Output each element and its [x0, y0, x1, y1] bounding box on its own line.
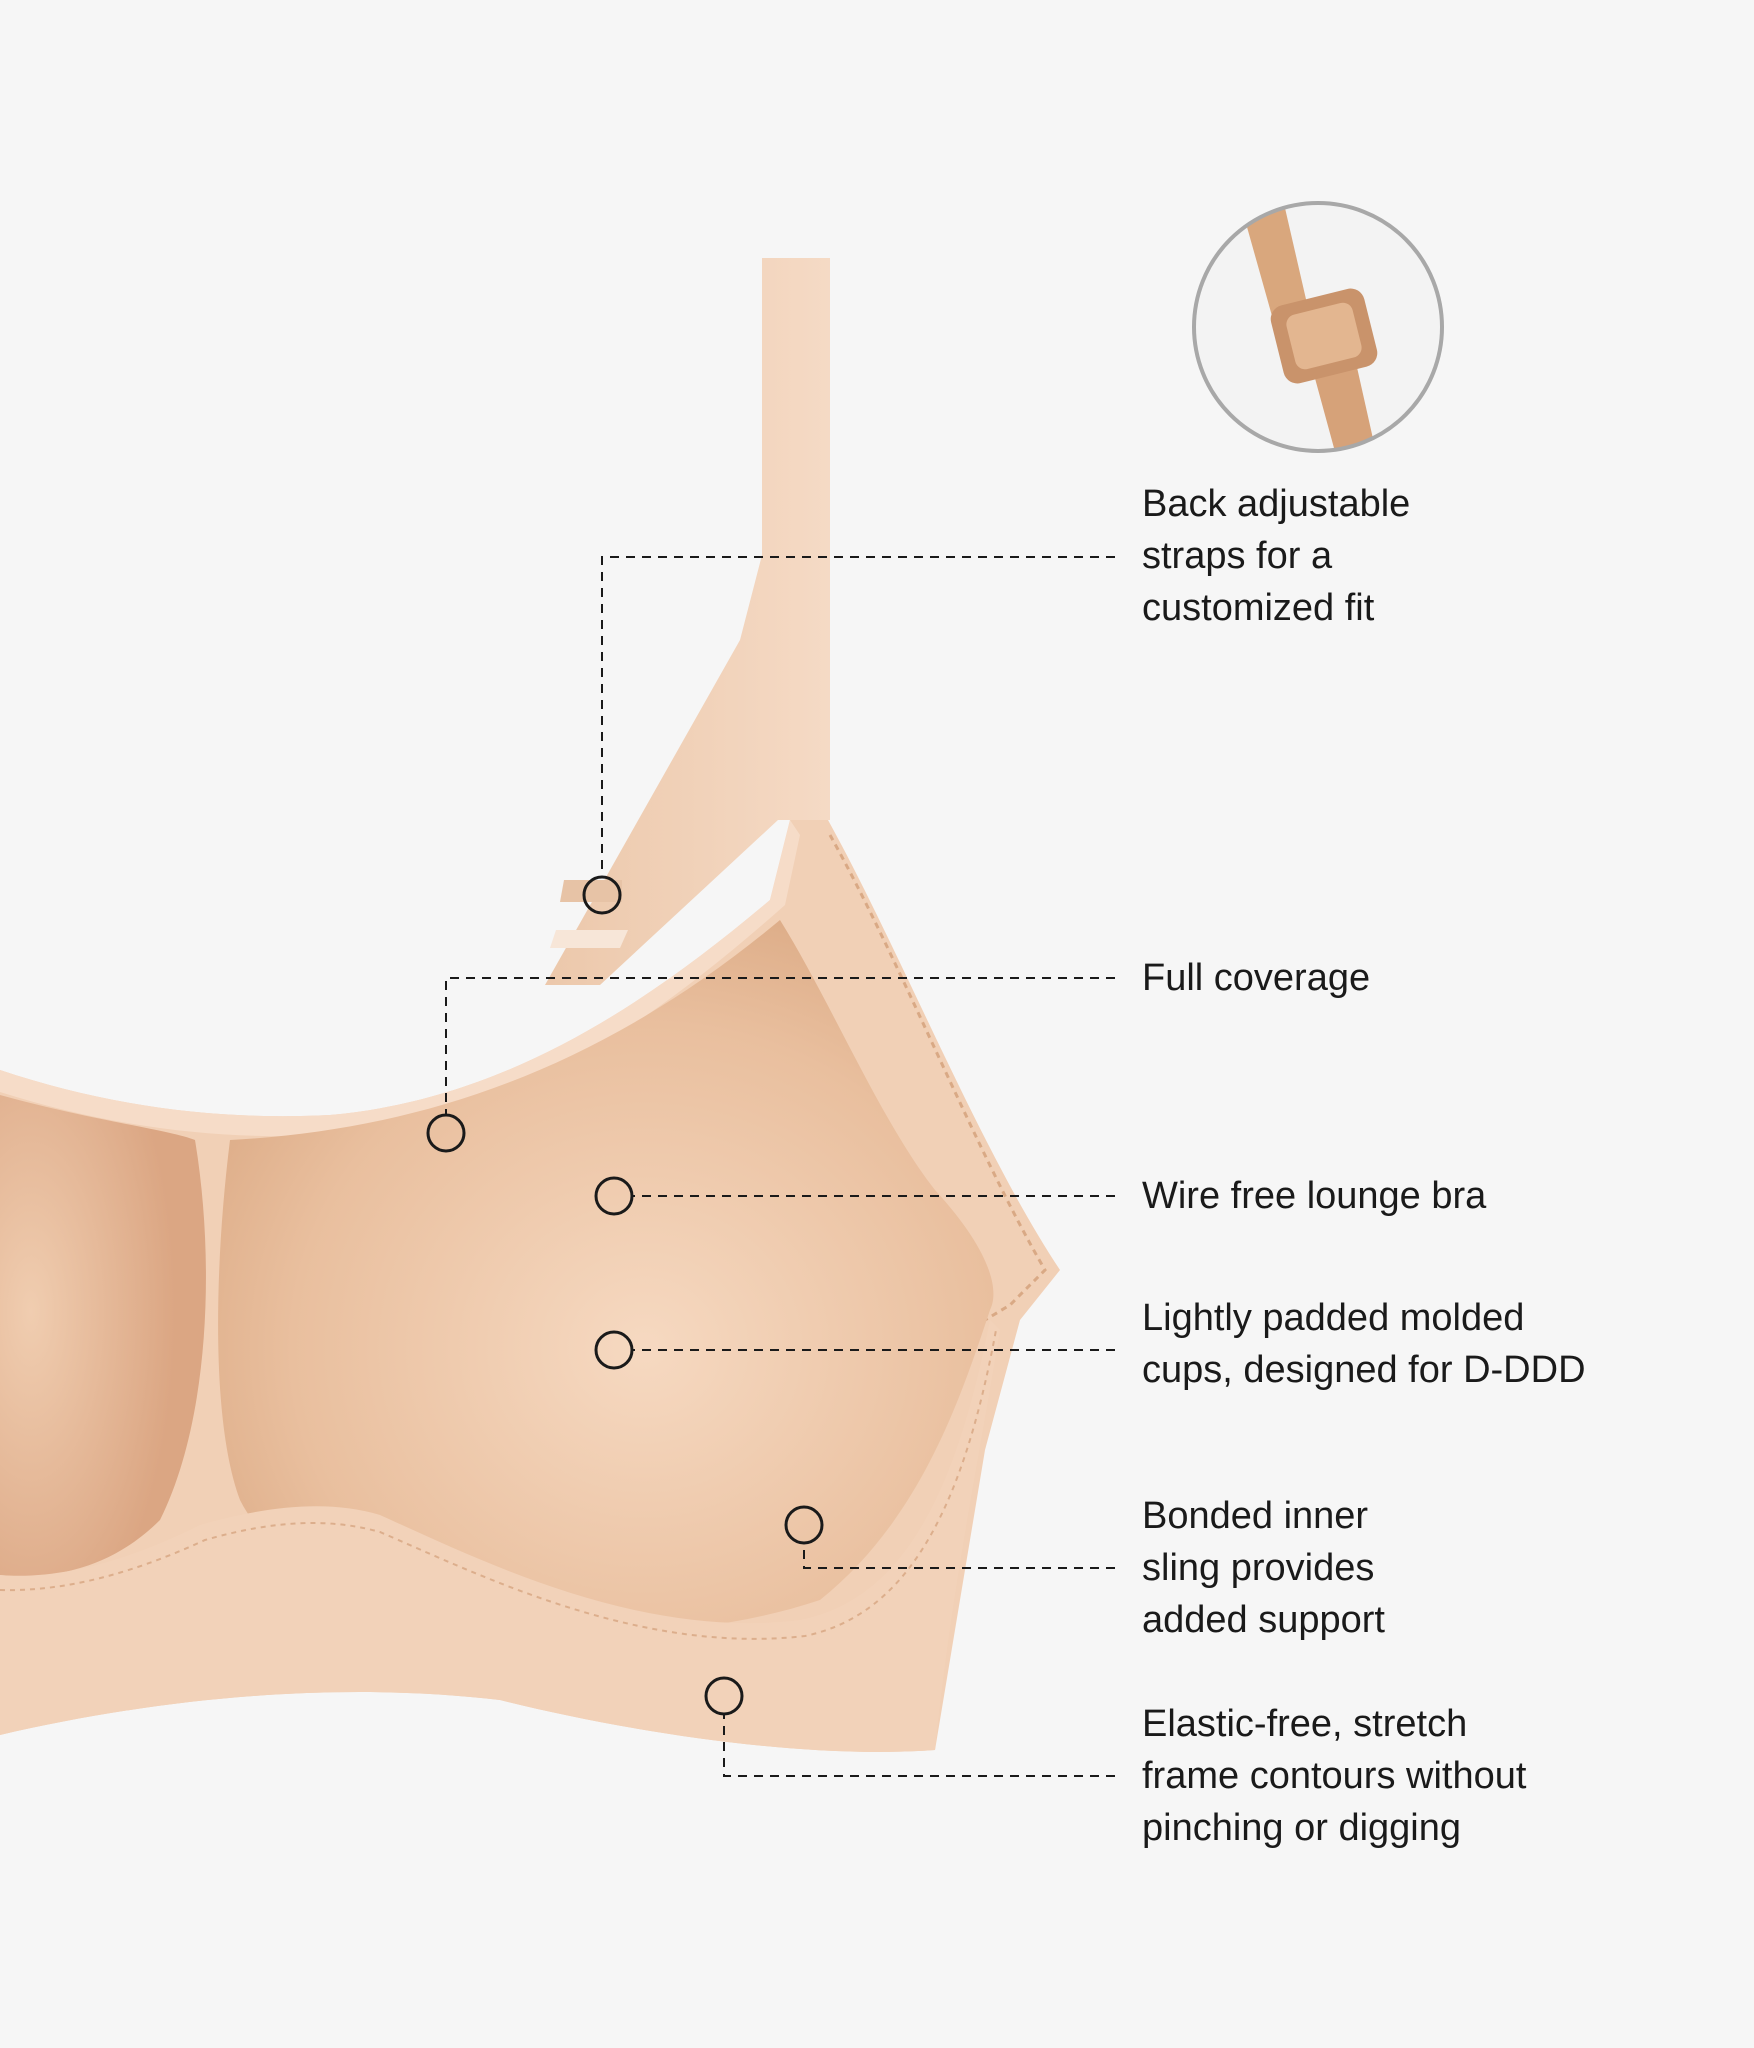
inset-border — [1192, 201, 1444, 453]
right-cup — [218, 920, 994, 1634]
leader-line-inner-sling — [803, 1545, 1115, 1569]
neckline-trim — [0, 820, 800, 1137]
strap-loop — [550, 930, 628, 948]
marker-padded-cups — [594, 1330, 634, 1370]
leader-lines — [445, 556, 1115, 1777]
underband — [0, 1320, 1000, 1752]
leader-line-coverage — [445, 977, 1115, 1115]
callout-wire-free: Wire free lounge bra — [1142, 1175, 1487, 1217]
leader-line-straps — [601, 556, 1115, 878]
marker-wire-free — [594, 1176, 634, 1216]
leader-line-stretch-frame — [723, 1714, 1115, 1777]
underband-stitch — [0, 1329, 997, 1640]
callout-markers — [426, 875, 824, 1716]
marker-coverage — [426, 1113, 466, 1153]
marker-inner-sling — [784, 1505, 824, 1545]
left-cup — [0, 1095, 206, 1577]
strap-adjuster-closeup-icon — [1194, 203, 1442, 451]
marker-straps — [582, 875, 622, 915]
shoulder-strap — [545, 258, 830, 985]
marker-stretch-frame — [704, 1676, 744, 1716]
callout-coverage: Full coverage — [1142, 957, 1371, 999]
side-seam — [828, 834, 1047, 1322]
strap-slider — [560, 880, 622, 902]
